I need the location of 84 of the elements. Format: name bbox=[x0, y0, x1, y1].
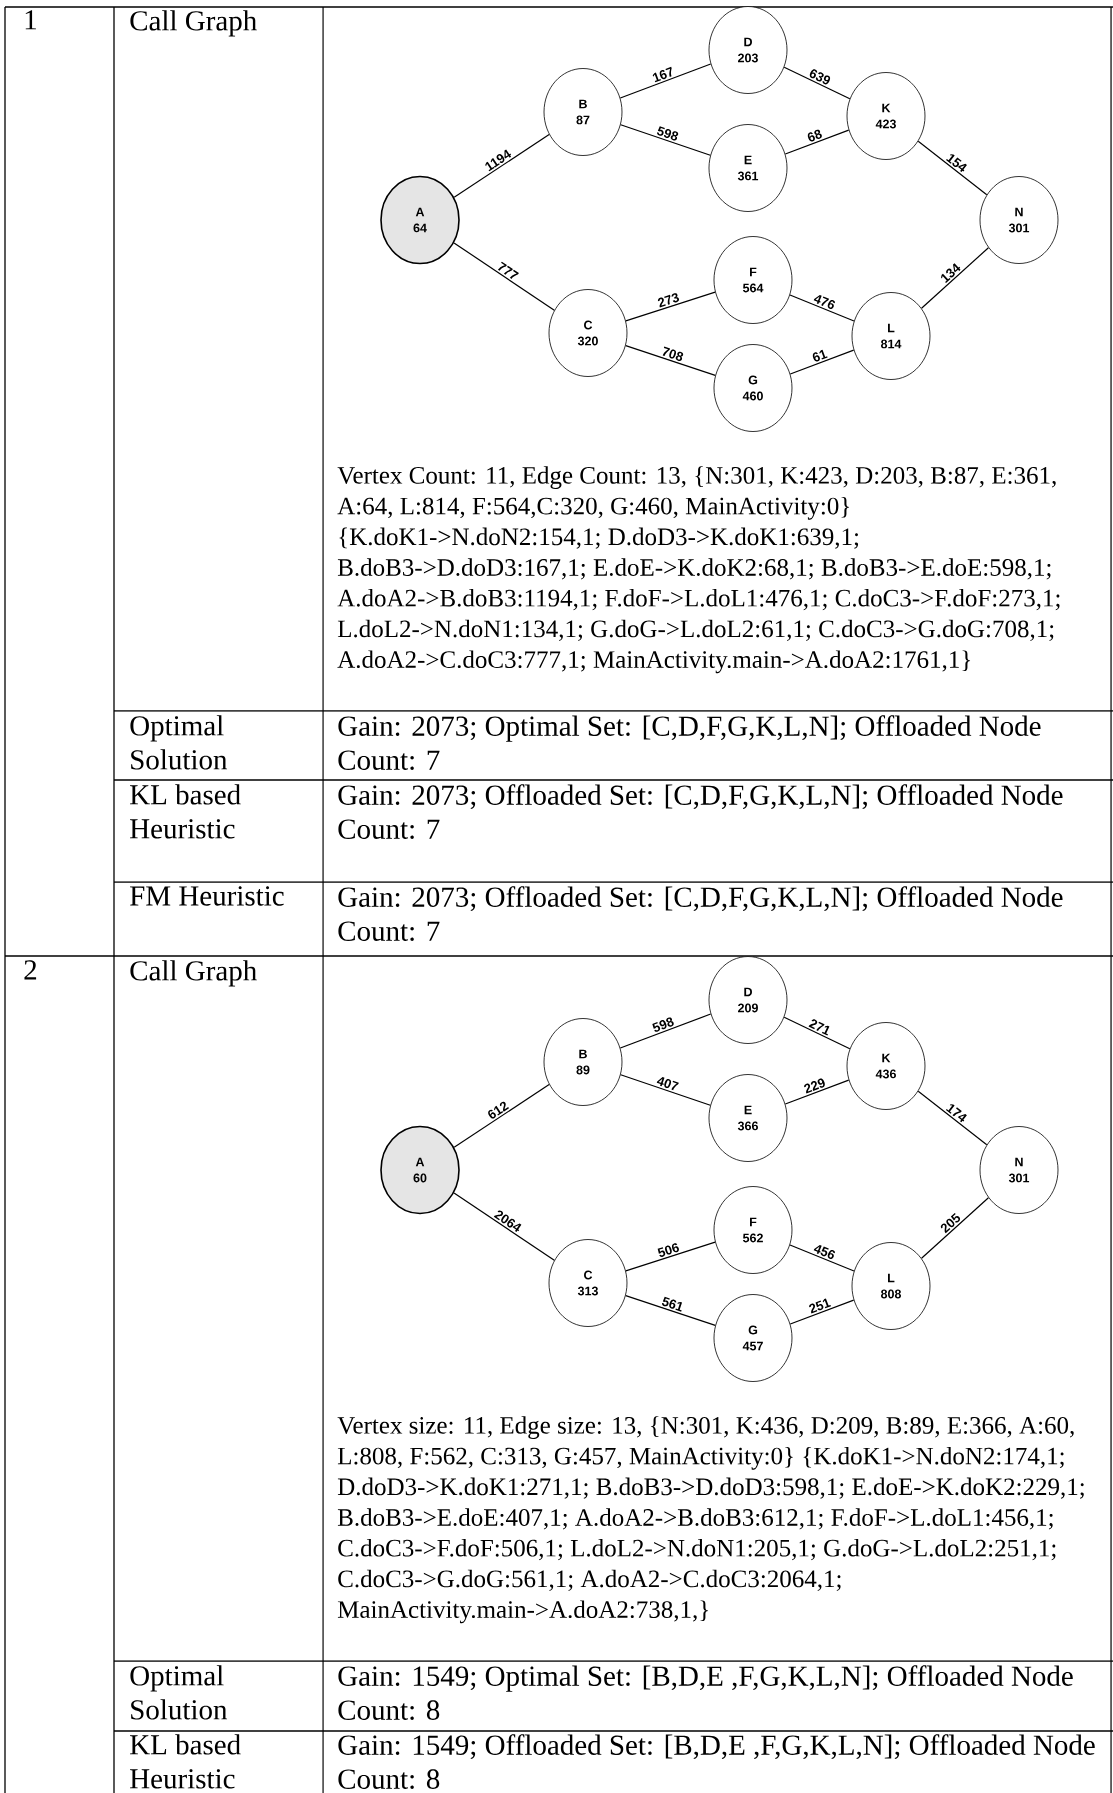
graph-node: A 64 bbox=[380, 175, 460, 265]
graph-node: D 209 bbox=[708, 956, 788, 1044]
graph-edge bbox=[620, 1074, 711, 1106]
edge-label: 154 bbox=[943, 151, 970, 175]
edge-label: 777 bbox=[495, 259, 521, 283]
graph-node: C 313 bbox=[548, 1239, 628, 1327]
row-heading: KL based Heuristic bbox=[130, 1734, 241, 1789]
edge-label: 456 bbox=[811, 1242, 838, 1262]
graph-node: G 457 bbox=[713, 1294, 793, 1382]
edge-label: 167 bbox=[650, 65, 677, 85]
edge-label: 61 bbox=[809, 347, 830, 364]
edge-label: 476 bbox=[811, 292, 838, 312]
graph-node: C 320 bbox=[548, 289, 628, 377]
edge-label: 561 bbox=[659, 1295, 686, 1314]
edge-label: 271 bbox=[806, 1016, 833, 1038]
graph-edge bbox=[453, 133, 550, 198]
graph-edge bbox=[917, 1090, 988, 1146]
row-heading: Optimal Solution bbox=[130, 1665, 228, 1720]
edge-label: 68 bbox=[804, 127, 825, 144]
graph-node: F 562 bbox=[713, 1186, 793, 1274]
graph-edge bbox=[783, 66, 851, 100]
graph-node: E 361 bbox=[708, 124, 788, 212]
graph-edge bbox=[783, 1016, 851, 1050]
row-number: 1 bbox=[25, 10, 36, 30]
edge-label: 2064 bbox=[492, 1207, 524, 1235]
row-heading: FM Heuristic bbox=[130, 886, 284, 906]
edge-label: 506 bbox=[655, 1241, 682, 1259]
graph-node: A 60 bbox=[380, 1125, 460, 1215]
edge-label: 273 bbox=[655, 291, 682, 309]
graph-edge bbox=[920, 1197, 990, 1259]
graph-edge bbox=[784, 129, 850, 155]
edge-label: 229 bbox=[801, 1076, 828, 1096]
edge-label: 598 bbox=[650, 1015, 677, 1035]
graph-node: N 301 bbox=[979, 1126, 1059, 1214]
graph-edge bbox=[784, 1079, 850, 1105]
edge-label: 639 bbox=[806, 66, 834, 88]
graph-edge bbox=[619, 1013, 712, 1049]
edge-label: 174 bbox=[943, 1101, 970, 1125]
graph-node: B 89 bbox=[543, 1018, 623, 1106]
graph-edge bbox=[625, 1295, 716, 1327]
graph-edge bbox=[789, 349, 855, 375]
graph-node: L 814 bbox=[851, 292, 931, 380]
cell-text: Gain: 2073; Optimal Set: [C,D,F,G,K,L,N]; Offloaded Node Count: 7 bbox=[338, 715, 1041, 771]
graph-edge bbox=[789, 1244, 855, 1272]
graph-edge bbox=[625, 1241, 716, 1272]
cell-text: Gain: 1549; Offloaded Set: [B,D,E ,F,G,K,L,N]; Offloaded Node Count: 8 bbox=[338, 1734, 1095, 1790]
graph-node: K 423 bbox=[846, 72, 926, 160]
row-heading: Call Graph bbox=[130, 10, 257, 37]
cell-text: Gain: 1549; Optimal Set: [B,D,E ,F,G,K,L,N]; Offloaded Node Count: 8 bbox=[338, 1665, 1073, 1721]
cell-text: Gain: 2073; Offloaded Set: [C,D,F,G,K,L,N]; Offloaded Node Count: 7 bbox=[338, 886, 1063, 942]
graph-description: Vertex size: 11, Edge size: 13, {N:301, K:436, D:209, B:89, E:366, A:60, L:808, F:562, C:313, G:457, MainActivity:0} {K.doK1->N.doN2:174,1; D.doD3->K.doK1:271,1; B.doB3->D.doD3:598,1; E.doE->K.doK2:229,1; B.doB3->E.doE:407,1; A.doA2->B.doB3:612,1; F.doF->L.doL1:456,1; C.doC3->F.doF:506,1; L.doL2->N.doN1:205,1; G.doG->L.doL2:251,1; C.doC3->G.doG:561,1; A.doA2->C.doC3:2064,1; MainActivity.main->A.doA2:738,1,} bbox=[337, 1416, 1084, 1624]
graph-node: E 366 bbox=[708, 1074, 788, 1162]
graph-edge bbox=[620, 124, 711, 156]
graph-edge bbox=[453, 1192, 555, 1261]
graph-edge bbox=[917, 140, 988, 196]
row-heading: Optimal Solution bbox=[130, 715, 228, 770]
graph-node: F 564 bbox=[713, 236, 793, 324]
row-heading: Call Graph bbox=[130, 960, 257, 987]
graph-node: B 87 bbox=[543, 68, 623, 156]
graph-node: D 203 bbox=[708, 6, 788, 94]
graph-edge bbox=[625, 345, 716, 377]
edge-label: 1194 bbox=[482, 147, 514, 174]
graph-node: K 436 bbox=[846, 1022, 926, 1110]
cell-text: Gain: 2073; Offloaded Set: [C,D,F,G,K,L,N]; Offloaded Node Count: 7 bbox=[338, 784, 1063, 840]
graph-edge bbox=[920, 247, 990, 309]
graph-edge bbox=[625, 291, 716, 322]
edge-label: 251 bbox=[806, 1296, 833, 1316]
graph-edge bbox=[619, 63, 712, 99]
edge-label: 708 bbox=[659, 345, 686, 364]
graph-node: G 460 bbox=[713, 344, 793, 432]
graph-node: N 301 bbox=[979, 176, 1059, 264]
graph-edge bbox=[453, 242, 555, 311]
graph-node: L 808 bbox=[851, 1242, 931, 1330]
graph-edge bbox=[789, 294, 855, 322]
edge-label: 612 bbox=[484, 1099, 511, 1122]
edge-label: 598 bbox=[654, 124, 681, 143]
graph-description: Vertex Count: 11, Edge Count: 13, {N:301, K:423, D:203, B:87, E:361, A:64, L:814, F:564,C:320, G:460, MainActivity:0} {K.doK1->N.doN2:154,1; D.doD3->K.doK1:639,1; B.doB3->D.doD3:167,1; E.doE->K.doK2:68,1; B.doB3->E.doE:598,1; A.doA2->B.doB3:1194,1; F.doF->L.doL1:476,1; C.doC3->F.doF:273,1; L.doL2->N.doN1:134,1; G.doG->L.doL2:61,1; C.doC3->G.doG:708,1; A.doA2->C.doC3:777,1; MainActivity.main->A.doA2:1761,1} bbox=[337, 466, 1060, 674]
graph-edge bbox=[453, 1083, 550, 1148]
edge-label: 407 bbox=[654, 1074, 681, 1093]
row-heading: KL based Heuristic bbox=[130, 784, 241, 839]
graph-edge bbox=[789, 1299, 855, 1325]
edge-label: 205 bbox=[937, 1210, 963, 1236]
edge-label: 134 bbox=[937, 260, 963, 286]
row-number: 2 bbox=[24, 960, 37, 980]
